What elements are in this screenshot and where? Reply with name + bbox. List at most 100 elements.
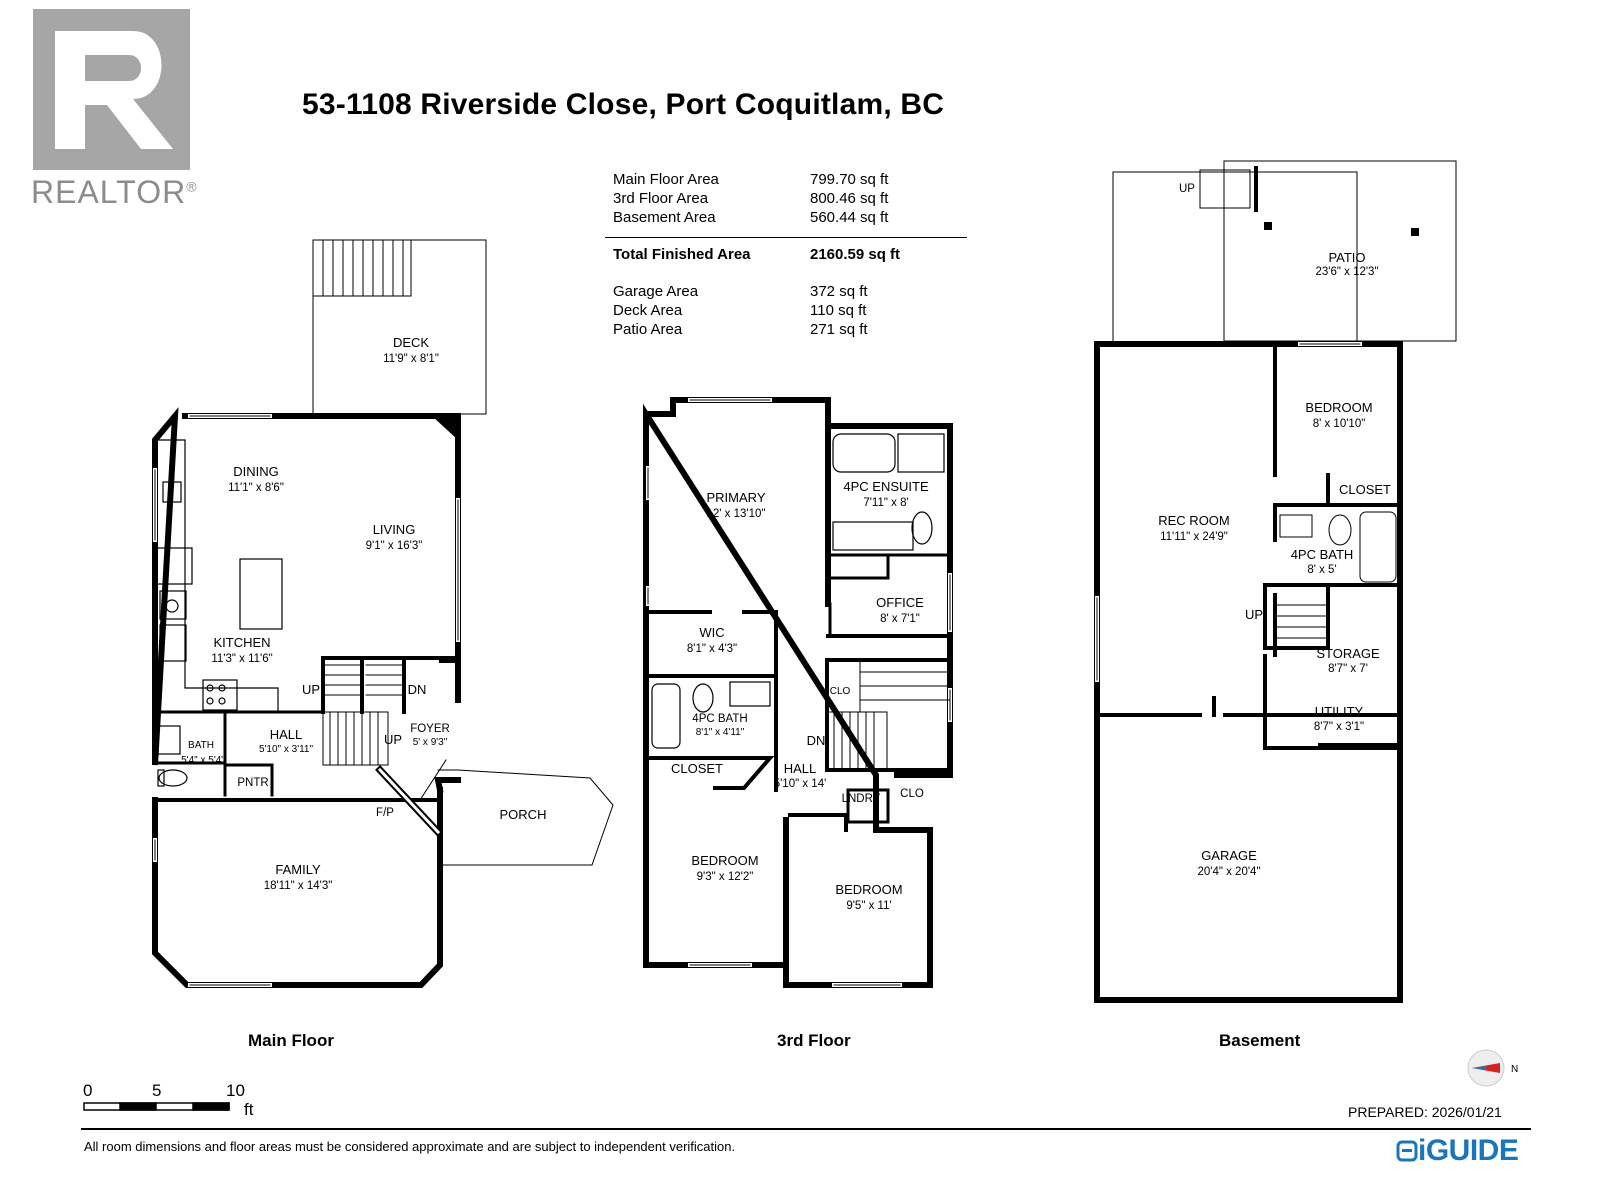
- third-stair-walls: [825, 634, 952, 772]
- prepared-date: PREPARED: 2026/01/21: [1348, 1104, 1502, 1120]
- dining-label: DINING: [233, 464, 279, 479]
- scale-tick-0: 0: [83, 1081, 93, 1100]
- scale-bar: [83, 1102, 230, 1111]
- basement-closet-label: CLOSET: [1339, 482, 1391, 497]
- rec-room-label: REC ROOM: [1158, 513, 1230, 528]
- main-corner-fill: [432, 416, 458, 440]
- clo-label: CLO: [830, 686, 851, 697]
- main-windows: [153, 414, 460, 987]
- scale-unit: ft: [244, 1100, 254, 1119]
- family-dims: 18'11" x 14'3": [264, 880, 333, 892]
- third-bath-label: 4PC BATH: [692, 713, 747, 725]
- main-bath-walls: [153, 710, 322, 797]
- office-label: OFFICE: [876, 595, 924, 610]
- storage-label: STORAGE: [1316, 646, 1380, 661]
- basement-bath-label: 4PC BATH: [1291, 547, 1354, 562]
- main-floor-labels: DECK 11'9" x 8'1" DINING 11'1" x 8'6" LI…: [181, 335, 546, 892]
- basement-title: Basement: [1219, 1031, 1301, 1050]
- dining-dims: 11'1" x 8'6": [228, 482, 284, 494]
- laundry-box: [846, 788, 890, 824]
- garage-dims: 20'4" x 20'4": [1197, 866, 1260, 878]
- third-stairs: [826, 659, 951, 771]
- patio-label: PATIO: [1328, 250, 1365, 265]
- primary-label: PRIMARY: [707, 490, 766, 505]
- basement-labels: UP PATIO 23'6" x 12'3" BEDROOM 8' x 10'1…: [1158, 183, 1391, 878]
- main-exterior-walls: [152, 407, 461, 988]
- garage-label: GARAGE: [1201, 848, 1257, 863]
- page-title: 53-1108 Riverside Close, Port Coquitlam,…: [302, 88, 945, 121]
- basement-bedroom-bath-walls: [1273, 342, 1402, 657]
- bedroom-2-dims: 9'5" x 11': [846, 900, 891, 912]
- main-floor-plan: [152, 239, 614, 988]
- third-floor-title: 3rd Floor: [777, 1031, 851, 1050]
- storage-dims: 8'7" x 7': [1328, 663, 1368, 675]
- disclaimer-text: All room dimensions and floor areas must…: [84, 1139, 736, 1154]
- kitchen-dims: 11'3" x 11'6": [211, 653, 272, 665]
- main-window-lines: [154, 415, 459, 986]
- pantry-label: PNTR: [237, 777, 268, 789]
- realtor-logo-text: REALTOR®: [31, 174, 198, 210]
- basement-bedroom-dims: 8' x 10'10": [1313, 418, 1366, 430]
- patio-posts: [1264, 222, 1419, 236]
- wic-dims: 8'1" x 4'3": [687, 643, 737, 655]
- basement-plan: [1094, 160, 1457, 1003]
- basement-bath-dims: 8' x 5': [1307, 564, 1336, 576]
- bedroom-1-dims: 9'3" x 12'2": [697, 871, 754, 883]
- fireplace-label: F/P: [376, 807, 394, 819]
- stair-up-label-2: UP: [384, 732, 402, 747]
- basement-window-lines: [1096, 343, 1361, 681]
- wic-label: WIC: [699, 625, 724, 640]
- basement-garage-walls: [1095, 696, 1402, 750]
- patio-stairs: [1199, 169, 1251, 209]
- clo-label-2: CLO: [900, 788, 924, 800]
- deck-outline: [312, 239, 487, 415]
- scale-tick-5: 5: [152, 1081, 162, 1100]
- ensuite-label: 4PC ENSUITE: [843, 479, 929, 494]
- porch-outline: [437, 769, 614, 866]
- compass-north-label: N: [1511, 1064, 1518, 1075]
- kitchen-label: KITCHEN: [213, 635, 270, 650]
- office-dims: 8' x 7'1": [880, 613, 920, 625]
- hall-dims: 5'10" x 3'11": [259, 744, 314, 755]
- utility-dims: 8'7" x 3'1": [1314, 721, 1364, 733]
- bath-dims: 5'4" x 5'4": [181, 755, 225, 766]
- bedroom-1-label: BEDROOM: [691, 853, 758, 868]
- main-door-swing: [419, 759, 447, 801]
- primary-dims: 12' x 13'10": [707, 508, 766, 520]
- living-label: LIVING: [373, 522, 416, 537]
- realtor-r-icon: [55, 31, 173, 149]
- iguide-icon: [1396, 1140, 1418, 1162]
- area-divider: [605, 237, 967, 238]
- laundry-label: LNDRY: [842, 793, 881, 805]
- third-bath-dims: 8'1" x 4'11": [696, 727, 745, 738]
- kitchen-counters: [156, 439, 283, 713]
- living-dims: 9'1" x 16'3": [366, 540, 423, 552]
- scale-tick-10: 10: [226, 1081, 245, 1100]
- ensuite-dims: 7'11" x 8': [863, 497, 908, 509]
- foyer-label: FOYER: [410, 723, 450, 735]
- third-ensuite-walls: [826, 553, 952, 638]
- utility-label: UTILITY: [1315, 704, 1364, 719]
- hall-label: HALL: [270, 727, 303, 742]
- patio-dims: 23'6" x 12'3": [1315, 266, 1378, 278]
- third-hall-label: HALL: [784, 761, 817, 776]
- basement-stair-up-label: UP: [1245, 607, 1263, 622]
- main-bath-fixtures: [157, 481, 188, 787]
- bedroom-2-label: BEDROOM: [835, 882, 902, 897]
- third-window-lines: [647, 399, 951, 986]
- patio-left-outline: [1112, 171, 1358, 345]
- realtor-logo-mark: [33, 9, 190, 170]
- basement-fixtures: [1274, 511, 1397, 639]
- third-stair-down-label: DN: [807, 733, 826, 748]
- stair-down-label: DN: [408, 682, 427, 697]
- family-label: FAMILY: [275, 862, 321, 877]
- third-exterior-walls: [643, 397, 953, 988]
